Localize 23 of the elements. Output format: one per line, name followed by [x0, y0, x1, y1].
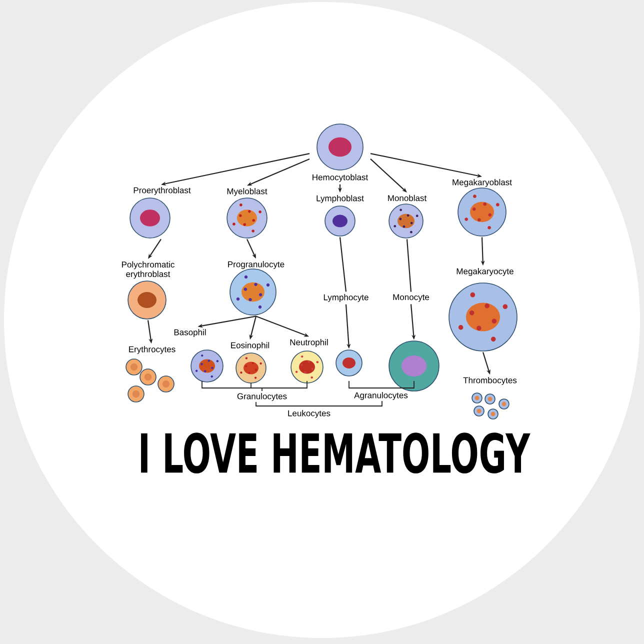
cell-label: Erythrocytes: [129, 346, 176, 354]
cell-label: Proerythroblast: [134, 187, 191, 195]
cell-label: Megakaryoblast: [452, 179, 512, 187]
cell-label: Thrombocytes: [463, 377, 517, 385]
cell-label: Myeloblast: [227, 188, 268, 196]
arrow: [370, 158, 407, 192]
group-label: Granulocytes: [236, 392, 288, 402]
cell-label: Eosinophil: [231, 342, 270, 350]
cell-label: Progranulocyte: [228, 261, 284, 269]
title: I LOVE HEMATOLOGY: [141, 432, 530, 474]
cell-label: Polychromatic erythroblast: [122, 261, 174, 279]
cell-label: Monoblast: [388, 194, 427, 202]
group-label: Leukocytes: [286, 409, 332, 419]
cell-label: Neutrophil: [290, 339, 328, 347]
cell-label: Basophil: [174, 329, 206, 337]
group-label: Agranulocytes: [353, 391, 409, 401]
cell-label: Monocyte: [393, 294, 430, 302]
cell-label: Lymphoblast: [316, 195, 364, 203]
cell-drawing: [388, 340, 440, 392]
cell-label: Hemocytoblast: [312, 174, 368, 182]
cell-label: Lymphocyte: [324, 294, 368, 302]
cell-drawing: [336, 350, 362, 376]
cell-label: Megakaryocyte: [456, 268, 514, 276]
